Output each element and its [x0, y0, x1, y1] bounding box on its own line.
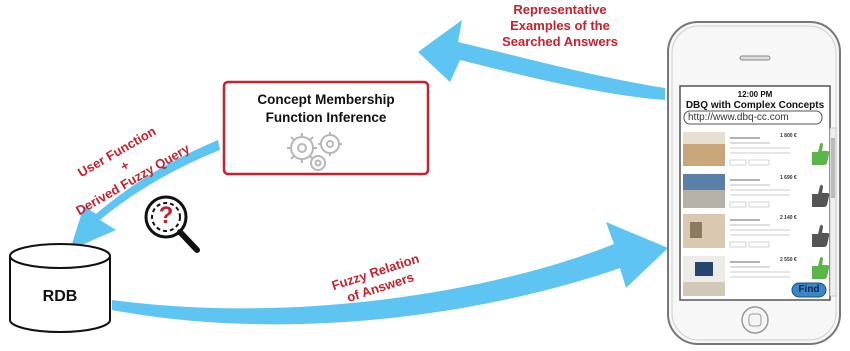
listing-2	[683, 174, 830, 208]
phone-status-time: 12:00 PM	[737, 90, 773, 99]
label-line: Searched Answers	[502, 34, 618, 49]
concept-box-title: Concept Membership Function Inference	[228, 91, 424, 127]
arrow-fuzzy-relation	[112, 222, 668, 325]
magnifier-icon	[144, 195, 200, 253]
listing-price: 2 140 €	[780, 215, 797, 221]
find-button-label[interactable]: Find	[798, 284, 820, 295]
listing-1	[683, 132, 830, 166]
label-line: Representative	[513, 2, 607, 17]
label-line: Examples of the	[510, 18, 610, 33]
thumbs-up-icon	[812, 142, 830, 165]
arrow-fuzzy-query	[70, 140, 220, 250]
database-label: RDB	[42, 288, 78, 305]
concept-box	[222, 80, 430, 176]
smartphone-icon	[667, 21, 841, 345]
phone-app-title: DBQ with Complex Concepts	[685, 100, 825, 111]
database-icon	[9, 243, 111, 333]
thumbs-down-icon	[812, 224, 830, 247]
listing-price: 1 690 €	[780, 175, 797, 181]
listing-4	[683, 256, 830, 296]
arrow-examples	[418, 20, 665, 100]
gears-icon	[287, 132, 342, 171]
thumbs-down-icon	[812, 184, 830, 207]
thumbs-up-icon	[812, 256, 830, 279]
phone-url-bar[interactable]: http://www.dbq-cc.com	[688, 112, 789, 123]
listing-price: 2 550 €	[780, 257, 797, 263]
find-button[interactable]	[791, 282, 827, 298]
listing-3	[683, 214, 830, 248]
label-representative-examples: Representative Examples of the Searched …	[480, 2, 640, 50]
listing-price: 1 800 €	[780, 133, 797, 139]
question-mark: ?	[158, 202, 174, 229]
concept-title-line: Function Inference	[265, 110, 387, 125]
concept-title-line: Concept Membership	[257, 92, 395, 107]
